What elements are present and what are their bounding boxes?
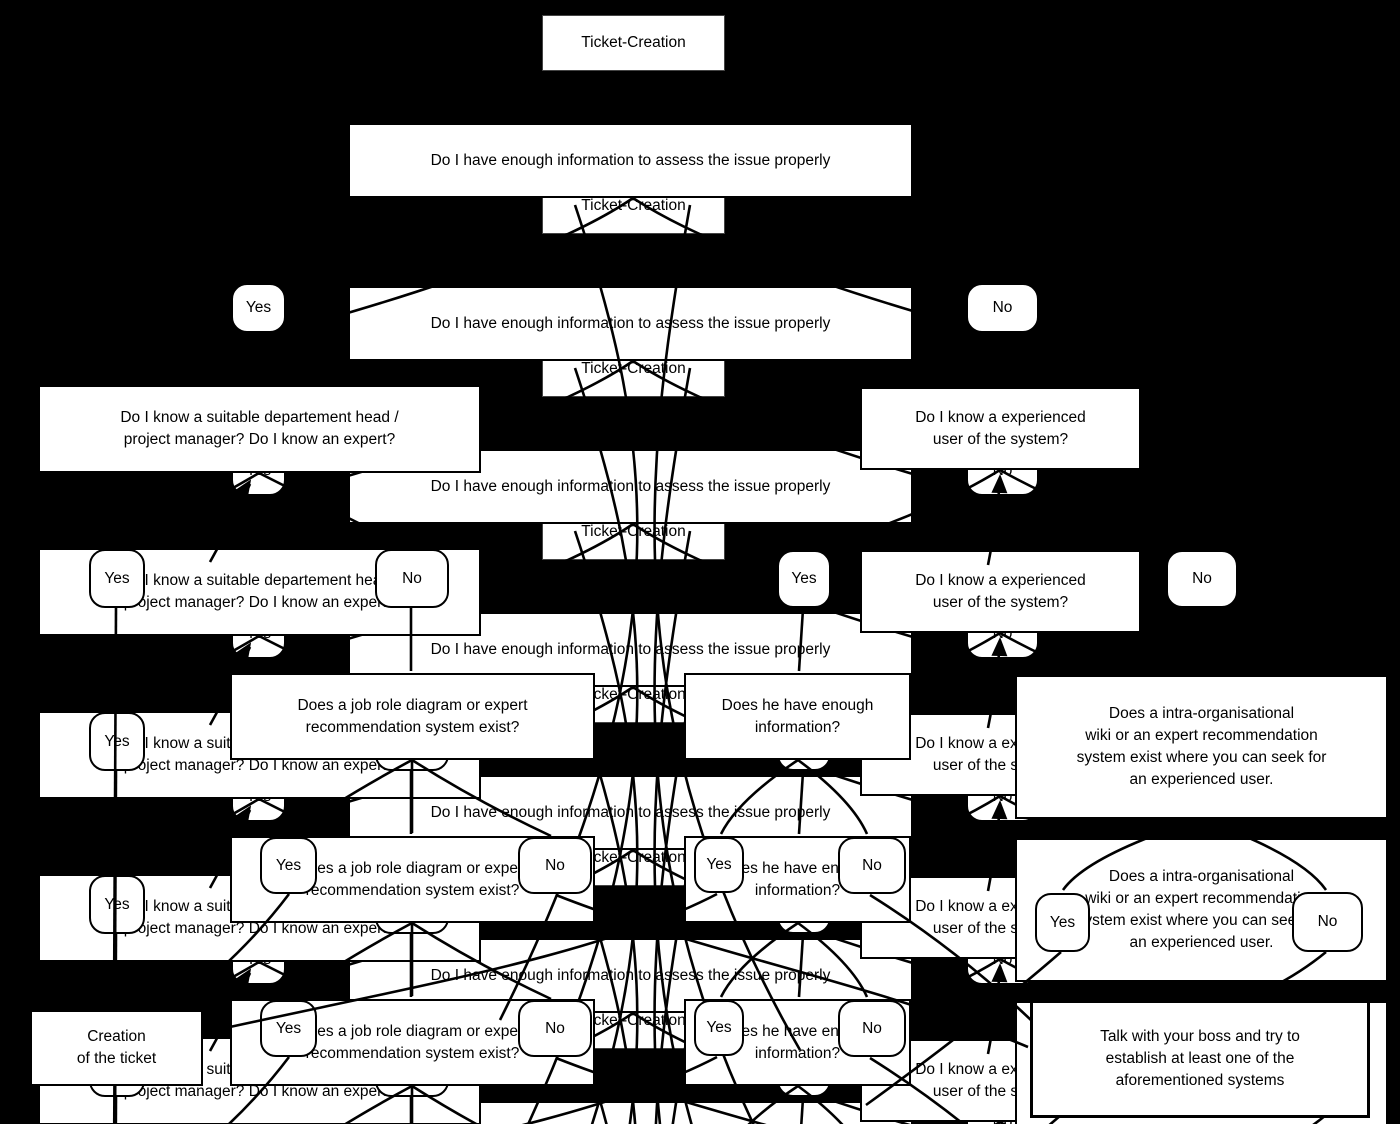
node-action-create-ticket: Creation of the ticket <box>30 1010 203 1086</box>
node-text: No <box>992 299 1013 316</box>
edge-line <box>797 608 805 672</box>
node-text: an experienced user. <box>1129 934 1274 951</box>
node-text: system exist where you can seek for <box>1076 912 1327 929</box>
edge-line <box>208 483 252 563</box>
node-text: Do I know a suitable departement head / <box>120 409 399 426</box>
up-arrowhead-icon <box>991 474 1008 494</box>
node-text: Yes <box>791 570 817 587</box>
node-text: Does he have enough <box>721 696 874 714</box>
node-q-enough-info: Do I have enough information to assess t… <box>348 123 913 198</box>
edge-line <box>1061 817 1202 891</box>
node-text: Does a job role diagram or expert <box>297 859 528 877</box>
edge-line <box>206 892 718 1034</box>
node-text: Yes <box>1049 913 1076 931</box>
node-label-yes-3r: Yes <box>1035 893 1090 952</box>
node-q-know-user: Do I know a experienced user of the syste… <box>860 387 1141 470</box>
node-text: Yes <box>706 856 732 873</box>
node-text: Do I know a experienced <box>915 571 1086 589</box>
edge-line <box>121 471 260 549</box>
node-label-yes-2r: Yes <box>777 550 831 608</box>
node-text: information? <box>754 718 841 736</box>
edge-line <box>1198 608 1205 675</box>
node-text: Do I know a suitable departement head / <box>120 572 399 589</box>
node-label-no-2r: No <box>1166 550 1238 608</box>
node-text: Do I have enough information to assess t… <box>430 151 831 169</box>
node-action-talk-boss: Talk with your boss and try to establish … <box>1030 1000 1370 1118</box>
node-text: Creation <box>87 1028 146 1045</box>
node-q-he-enough: Does he have enough information? <box>684 673 911 760</box>
edge-line <box>999 468 1197 551</box>
node-text: Yes <box>275 856 302 874</box>
node-label-no-3r: No <box>1292 892 1363 952</box>
edge-line <box>555 893 1029 1049</box>
node-text: No <box>1317 913 1338 930</box>
node-label-yes-1: Yes <box>231 283 286 333</box>
node-text: No <box>1192 570 1212 587</box>
edge-line <box>411 758 552 838</box>
node-text: Do I know a experienced <box>915 408 1086 426</box>
node-label-yes-3m: Yes <box>694 837 744 893</box>
node-text: an experienced user. <box>1129 771 1274 788</box>
edge-line <box>1200 817 1328 891</box>
edge-line <box>1244 950 1327 1002</box>
edge-line <box>258 471 409 550</box>
node-text: of the ticket <box>76 1050 157 1067</box>
edge-line <box>112 607 118 1008</box>
node-text: Does a intra-organisational <box>1108 705 1295 722</box>
node-text: system exist where you can seek for <box>1076 749 1327 766</box>
node-label-yes-3l: Yes <box>260 837 317 894</box>
edge-line <box>632 196 1001 338</box>
node-text: user of the system? <box>932 593 1069 611</box>
node-text: wiki or an expert recommendation <box>1085 890 1318 907</box>
node-label-no-2l: No <box>375 549 449 608</box>
edge-line <box>290 758 413 836</box>
node-q-wiki: Does a intra-organisational wiki or an ex… <box>1015 675 1388 819</box>
edge-line <box>265 196 634 338</box>
edge-line <box>498 204 639 1021</box>
node-text: No <box>545 856 565 874</box>
edge-line <box>986 478 1002 566</box>
node-text: project manager? Do I know an expert? <box>123 431 396 448</box>
node-q-know-head: Do I know a suitable departement head / p… <box>38 385 481 473</box>
node-text: Ticket-Creation <box>581 34 686 51</box>
node-text: Does a job role diagram or expert <box>297 696 528 714</box>
node-label-no-3m: No <box>838 837 906 894</box>
node-label-no-3l: No <box>518 837 592 894</box>
node-ticket: Ticket-Creation <box>542 15 725 71</box>
node-text: Yes <box>104 569 130 587</box>
up-arrowhead-icon <box>234 479 252 500</box>
node-text: user of the system? <box>932 430 1069 448</box>
edge-line <box>653 204 802 1051</box>
edge-line <box>719 758 799 835</box>
node-label-no-1: No <box>966 283 1039 333</box>
edge-line <box>174 893 291 1009</box>
node-label-yes-2l: Yes <box>89 549 145 608</box>
node-text: Talk with your boss and try to <box>1100 1028 1300 1045</box>
node-text: aforementioned systems <box>1115 1072 1285 1089</box>
node-text: Yes <box>245 299 272 316</box>
node-text: No <box>862 856 882 874</box>
node-text: project manager? Do I know an expert? <box>123 594 396 611</box>
edge-line <box>811 468 1001 551</box>
node-text: recommendation system exist? <box>305 718 520 736</box>
node-text: wiki or an expert recommendation <box>1085 727 1318 744</box>
node-text: establish at least one of the <box>1105 1050 1295 1067</box>
node-text: No <box>402 569 422 587</box>
edge-line <box>869 893 1034 1023</box>
node-text: recommendation system exist? <box>305 1044 520 1062</box>
edge-line <box>797 758 869 835</box>
node-q-job-role: Does a job role diagram or expert recomme… <box>230 673 595 760</box>
